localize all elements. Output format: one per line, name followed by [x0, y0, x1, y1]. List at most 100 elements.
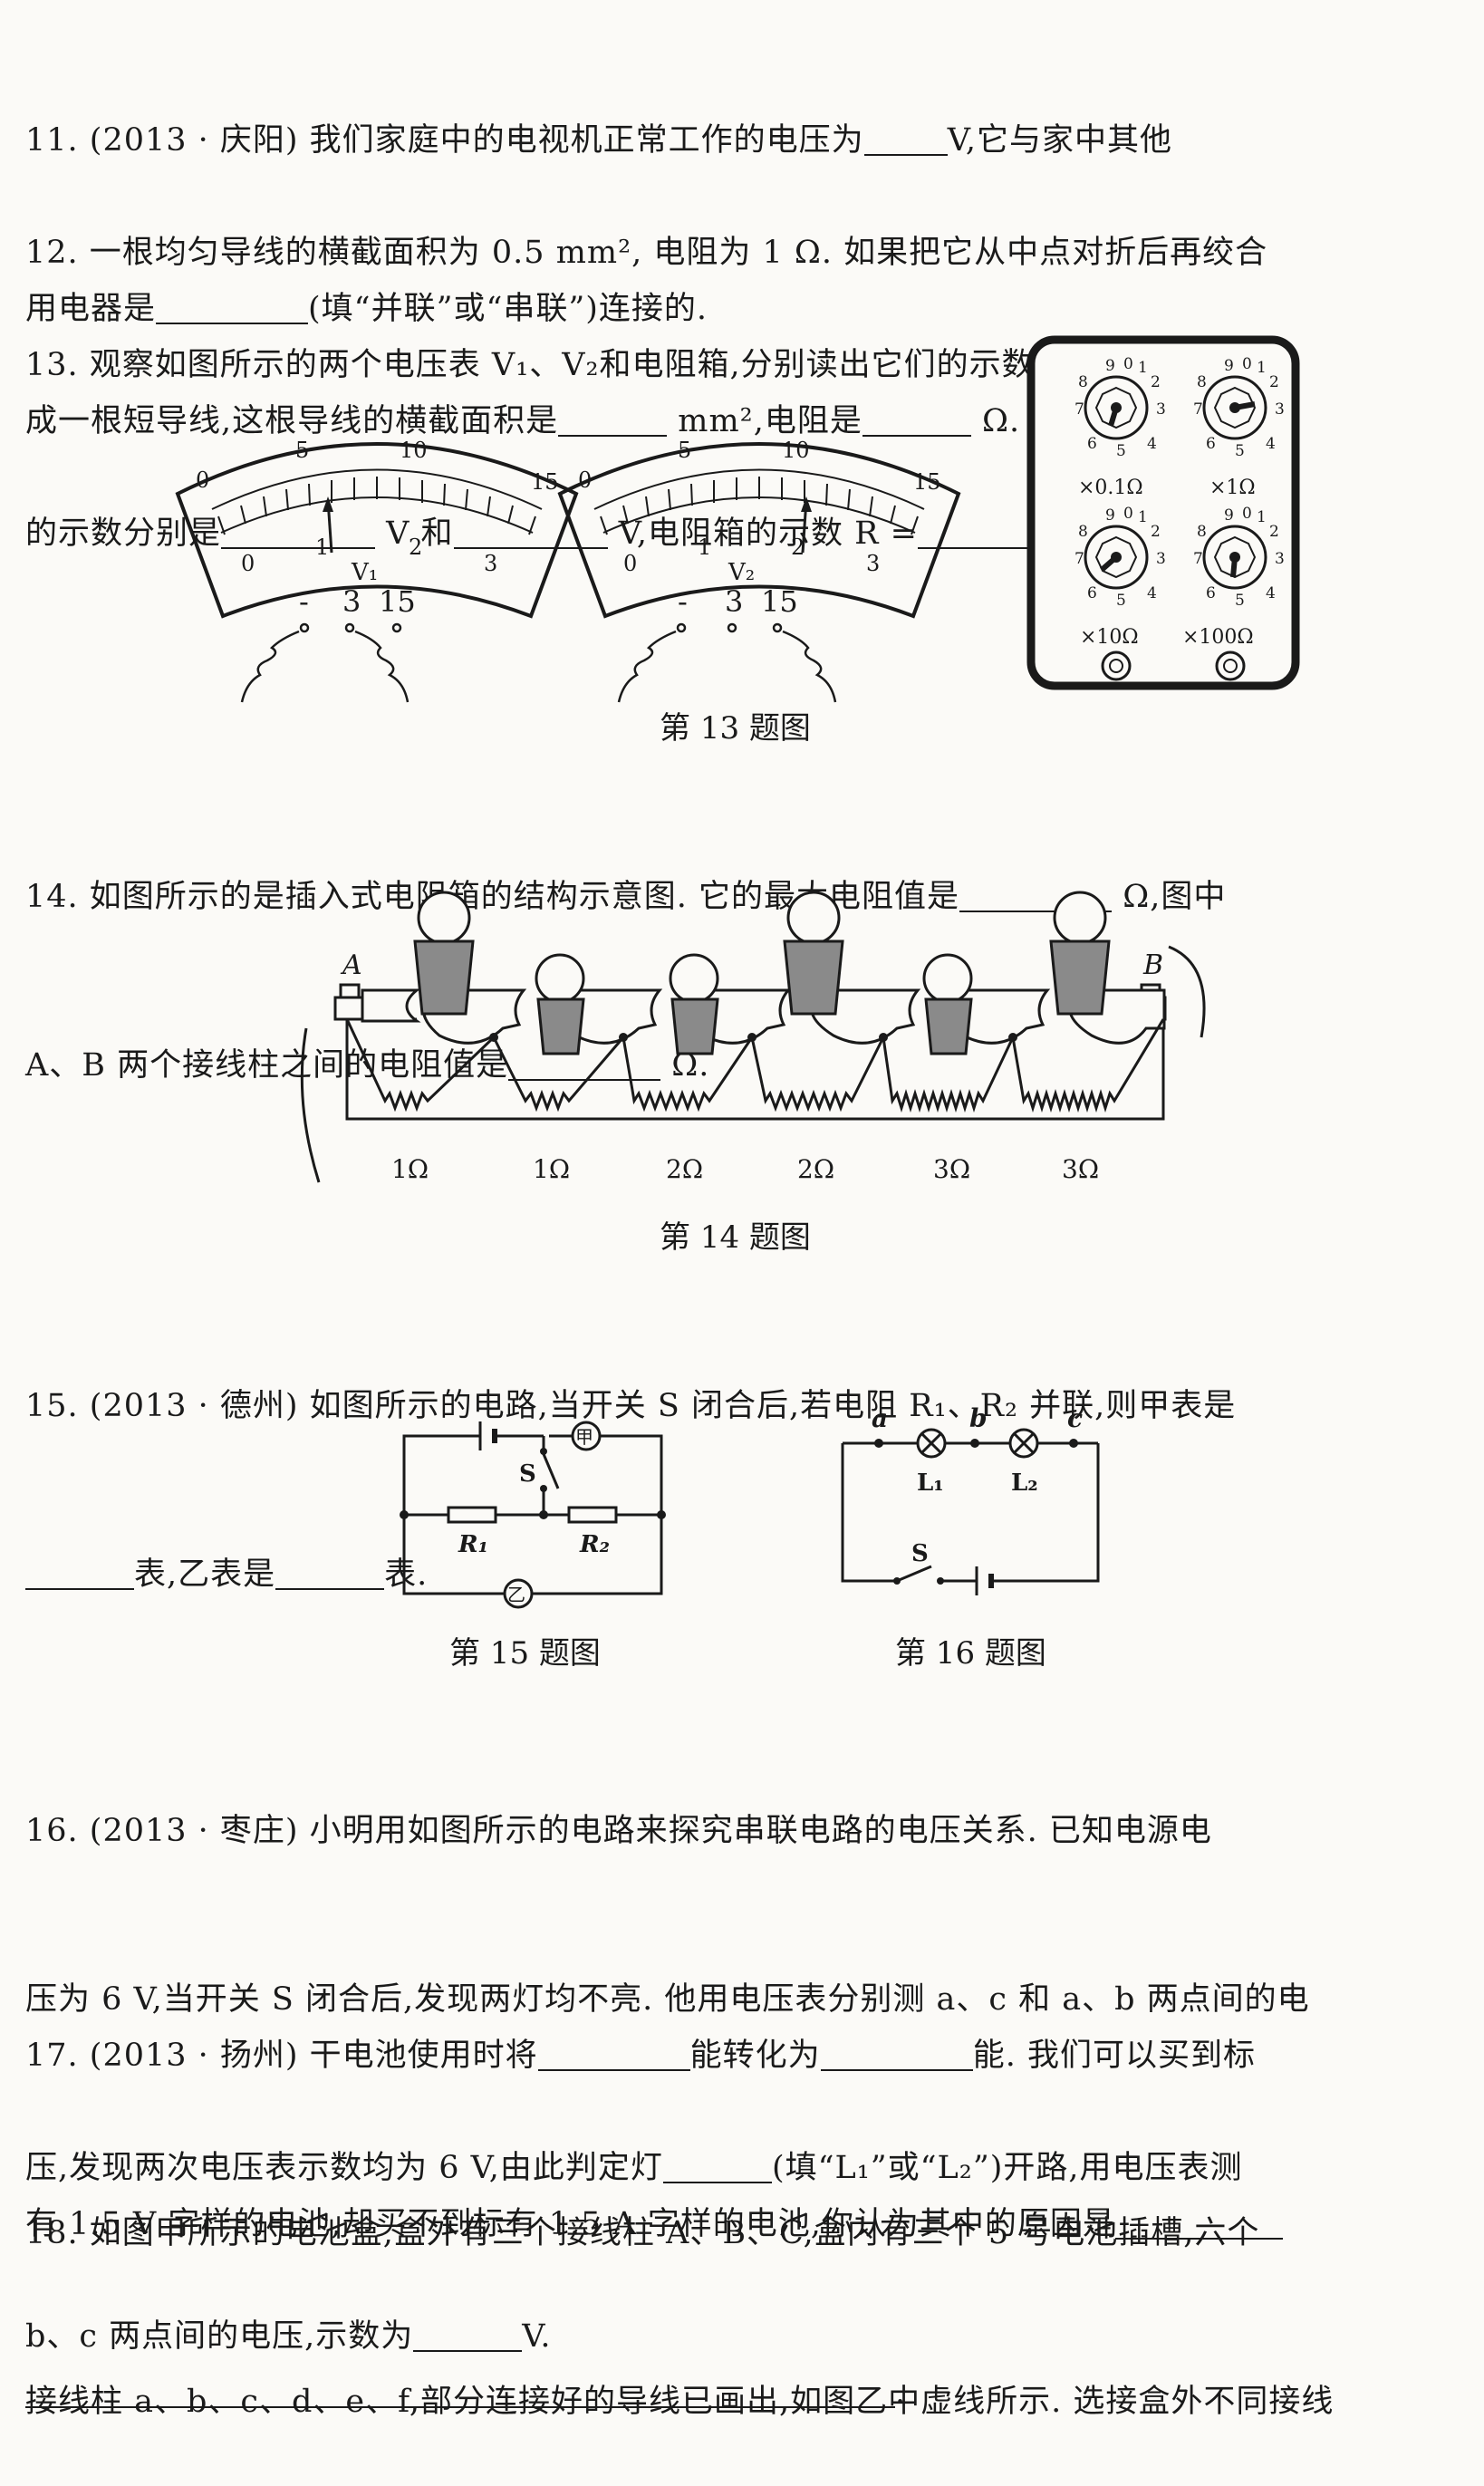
svg-text:1: 1 [1138, 359, 1148, 377]
answer-blank[interactable] [508, 1046, 661, 1081]
svg-text:4: 4 [1147, 435, 1157, 453]
binding-post-a [333, 983, 366, 1021]
svg-text:0: 0 [578, 467, 592, 493]
svg-text:6: 6 [1206, 435, 1216, 453]
svg-text:15: 15 [761, 584, 798, 619]
svg-text:0: 0 [196, 467, 209, 493]
svg-text:2: 2 [1269, 523, 1279, 541]
svg-text:10: 10 [782, 438, 810, 463]
svg-text:8: 8 [1078, 523, 1088, 541]
meter-yi: 乙 [503, 1578, 534, 1609]
svg-text:1: 1 [1257, 508, 1267, 526]
lamp-l1 [916, 1428, 947, 1459]
switch-label: S [519, 1460, 536, 1488]
svg-text:9: 9 [1105, 506, 1115, 525]
svg-text:4: 4 [1147, 584, 1157, 602]
svg-text:2: 2 [791, 535, 805, 560]
dial-label: ×10Ω [1080, 626, 1139, 649]
svg-text:15: 15 [531, 469, 559, 495]
dial-label: ×1Ω [1209, 477, 1256, 499]
dial-x1 [1202, 375, 1267, 440]
l1-label: L₁ [917, 1469, 944, 1497]
svg-text:9: 9 [1105, 357, 1115, 375]
svg-text:15: 15 [379, 584, 416, 619]
voltmeter-v1: 0 5 10 15 0 1 2 3 [175, 438, 579, 619]
answer-blank[interactable] [275, 1556, 385, 1590]
svg-text:-: - [678, 584, 688, 619]
dial-x0.1 [1084, 375, 1149, 440]
plug [922, 953, 973, 1055]
plug [413, 891, 475, 1016]
svg-text:1: 1 [1138, 508, 1148, 526]
svg-text:5: 5 [678, 438, 691, 463]
figure-16: a b c L₁ L₂ S [841, 1403, 1100, 1595]
svg-text:0: 0 [1123, 355, 1133, 373]
svg-text:8: 8 [1197, 523, 1207, 541]
svg-text:7: 7 [1193, 550, 1203, 568]
answer-blank[interactable] [959, 878, 1113, 912]
svg-text:5: 5 [1116, 592, 1126, 610]
figure-15-caption: 第 15 题图 [449, 1635, 601, 1672]
svg-text:3: 3 [725, 584, 743, 619]
resistor-label: 1Ω [533, 1154, 570, 1184]
svg-text:8: 8 [1197, 373, 1207, 391]
answer-blank[interactable] [156, 290, 309, 324]
svg-text:7: 7 [1193, 400, 1203, 419]
plug [783, 891, 844, 1016]
svg-text:6: 6 [1206, 584, 1216, 602]
answer-blank[interactable] [558, 402, 668, 437]
svg-text:3: 3 [1275, 550, 1285, 568]
svg-text:4: 4 [1266, 584, 1276, 602]
dial-x100 [1202, 525, 1267, 590]
question-15: 15. (2013 · 德州) 如图所示的电路,当开关 S 闭合后,若电阻 R₁… [25, 1388, 1237, 1593]
answer-blank[interactable] [820, 2037, 973, 2071]
question-12: 12. 一根均匀导线的横截面积为 0.5 mm², 电阻为 1 Ω. 如果把它从… [25, 235, 1268, 439]
svg-text:0: 0 [1242, 505, 1252, 523]
svg-text:15: 15 [913, 469, 941, 495]
svg-text:-: - [299, 584, 309, 619]
point-c: c [1067, 1403, 1083, 1433]
svg-text:1: 1 [1257, 359, 1267, 377]
answer-blank[interactable] [453, 515, 608, 549]
svg-text:3: 3 [866, 551, 880, 576]
voltmeter-v2: 0 5 10 15 0 1 2 3 [557, 438, 961, 619]
svg-text:5: 5 [295, 438, 309, 463]
svg-text:0: 0 [241, 551, 255, 576]
dial-label: ×0.1Ω [1078, 477, 1143, 499]
svg-text:2: 2 [1151, 373, 1161, 391]
plug [669, 953, 719, 1055]
resistor-label: 3Ω [933, 1154, 970, 1184]
meter-jia: 甲 [571, 1421, 602, 1451]
answer-blank[interactable] [662, 2149, 772, 2183]
plug [535, 953, 585, 1055]
resistor-label: 3Ω [1062, 1154, 1099, 1184]
answer-blank[interactable] [221, 515, 376, 549]
svg-text:1: 1 [698, 535, 711, 560]
answer-blank[interactable] [25, 1556, 134, 1590]
resistor-label: 2Ω [797, 1154, 834, 1184]
question-18: 18. 如图甲所示的电池盒,盒外有三个接线柱 A、B、C,盒内有三个 5 号电池… [25, 2215, 1335, 2420]
figure-16-caption: 第 16 题图 [895, 1635, 1046, 1672]
svg-text:5: 5 [1235, 592, 1245, 610]
answer-blank[interactable] [862, 402, 971, 437]
figure-14-caption: 第 14 题图 [660, 1219, 811, 1256]
figure-14: A B [300, 891, 1206, 1184]
answer-blank[interactable] [537, 2037, 690, 2071]
svg-text:6: 6 [1087, 435, 1097, 453]
point-a: a [872, 1403, 888, 1433]
answer-blank[interactable] [863, 121, 948, 156]
svg-text:6: 6 [1087, 584, 1097, 602]
svg-text:7: 7 [1074, 400, 1084, 419]
lamp-l2 [1008, 1428, 1039, 1459]
r1-label: R₁ [458, 1531, 488, 1558]
figure-13: 0 5 10 15 0 1 2 3 V₁ - 3 15 0 5 10 15 0 [175, 335, 1300, 703]
figure-13-caption: 第 13 题图 [660, 710, 811, 747]
svg-text:3: 3 [1156, 550, 1166, 568]
svg-text:1: 1 [315, 535, 329, 560]
terminal-b-label: B [1142, 949, 1163, 981]
answer-blank[interactable] [917, 515, 1063, 549]
switch-label: S [911, 1540, 929, 1567]
l2-label: L₂ [1011, 1469, 1038, 1497]
svg-text:甲: 甲 [575, 1426, 593, 1448]
